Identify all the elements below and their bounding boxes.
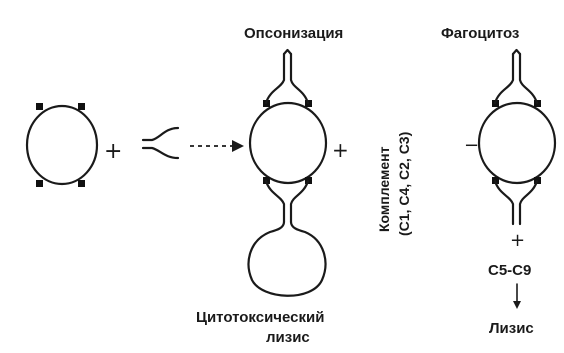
antibody-arm (518, 52, 539, 105)
down-arrow (513, 283, 521, 309)
label-lysis: Лизис (489, 320, 534, 337)
label-complement-line1: Комплемент (376, 146, 392, 232)
antibody-arm-upper (141, 126, 180, 142)
antibody-arm (264, 52, 286, 105)
label-complement-line2: (C1, C4, C2, C3) (396, 132, 412, 236)
antibody-arm (493, 52, 515, 105)
antibody-arm (518, 179, 539, 226)
minus-sign: − (464, 135, 479, 156)
antibody-arm (264, 179, 286, 224)
dashed-arrow (190, 140, 244, 152)
plus-sign-3: + (510, 230, 525, 251)
antigen-site (78, 103, 85, 110)
antibody-fc (282, 48, 293, 56)
label-cytotoxic-line2: лизис (266, 329, 310, 346)
antibody-fc (511, 48, 522, 56)
label-c5-c9: C5-C9 (488, 262, 531, 279)
antibody-arm-lower (141, 146, 180, 160)
target-cell-2 (248, 100, 328, 185)
cell-membrane (477, 101, 557, 185)
antibody-bottom-cell-2 (264, 179, 310, 224)
cytotoxic-effector-cell (247, 220, 327, 297)
antibody-top-cell-3 (493, 48, 539, 105)
antibody-bottom-cell-3 (493, 179, 539, 226)
plus-sign-1: + (104, 139, 122, 164)
antibody-arm (493, 179, 515, 226)
target-cell-1 (25, 103, 99, 187)
antigen-site (78, 180, 85, 187)
label-phagocytosis: Фагоцитоз (441, 25, 519, 42)
label-opsonization: Опсонизация (244, 25, 343, 42)
antigen-site (36, 180, 43, 187)
plus-sign-2: + (332, 138, 349, 162)
cell-membrane (25, 104, 99, 186)
antibody-free (141, 126, 180, 160)
label-cytotoxic-line1: Цитотоксический (196, 309, 324, 326)
antibody-arm (289, 52, 310, 105)
effector-cell-membrane (247, 220, 327, 297)
target-cell-3 (477, 100, 557, 185)
antigen-site (36, 103, 43, 110)
antibody-top-cell-2 (264, 48, 310, 105)
cell-membrane (248, 101, 328, 185)
antibody-arm (289, 179, 310, 224)
